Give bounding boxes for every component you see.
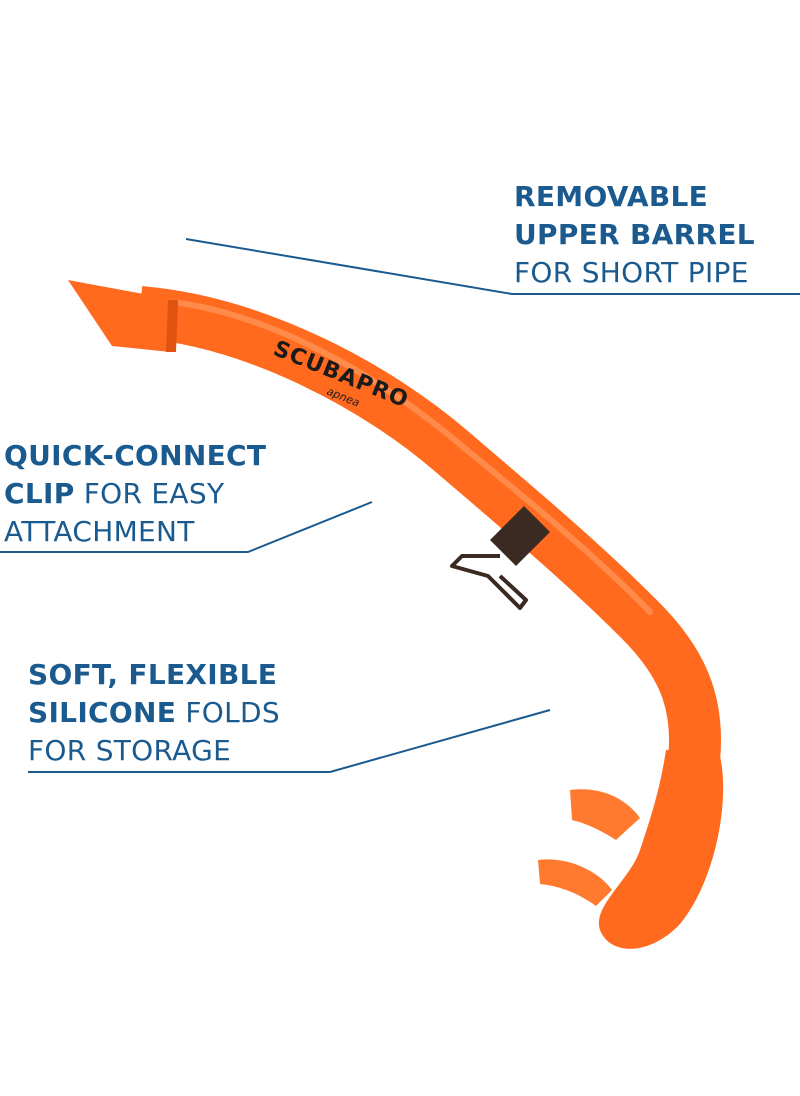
snorkel <box>68 280 724 949</box>
callout-barrel-line1: REMOVABLE <box>514 180 709 213</box>
callout-silicone-line2: SILICONE FOLDS <box>28 696 280 729</box>
callout-clip-line2: CLIP FOR EASY <box>4 477 225 510</box>
callout-silicone-line3: FOR STORAGE <box>28 734 232 767</box>
snorkel-mouthpiece-lower <box>538 859 612 906</box>
clip-band <box>490 506 550 566</box>
callout-quick-connect-clip: QUICK-CONNECT CLIP FOR EASY ATTACHMENT <box>4 437 266 551</box>
snorkel-upper-barrel <box>68 280 176 352</box>
snorkel-tube <box>137 286 721 763</box>
callout-barrel-line2: UPPER BARREL <box>514 218 755 251</box>
callout-barrel-line3: FOR SHORT PIPE <box>514 256 749 289</box>
barrel-joint <box>166 300 178 352</box>
callout-flexible-silicone: SOFT, FLEXIBLE SILICONE FOLDS FOR STORAG… <box>28 656 280 770</box>
snorkel-silicone-section <box>598 750 724 949</box>
snorkel-highlight <box>147 297 653 615</box>
callout-silicone-line1: SOFT, FLEXIBLE <box>28 658 278 691</box>
leader-line-barrel <box>185 238 800 295</box>
callout-removable-barrel: REMOVABLE UPPER BARREL FOR SHORT PIPE <box>514 178 755 292</box>
clip-hook <box>450 554 528 610</box>
snorkel-mouthpiece <box>570 789 640 840</box>
leader-line-clip <box>0 501 373 553</box>
leader-line-silicone <box>28 709 551 773</box>
callout-clip-line3: ATTACHMENT <box>4 515 195 548</box>
callout-clip-line1: QUICK-CONNECT <box>4 439 267 472</box>
